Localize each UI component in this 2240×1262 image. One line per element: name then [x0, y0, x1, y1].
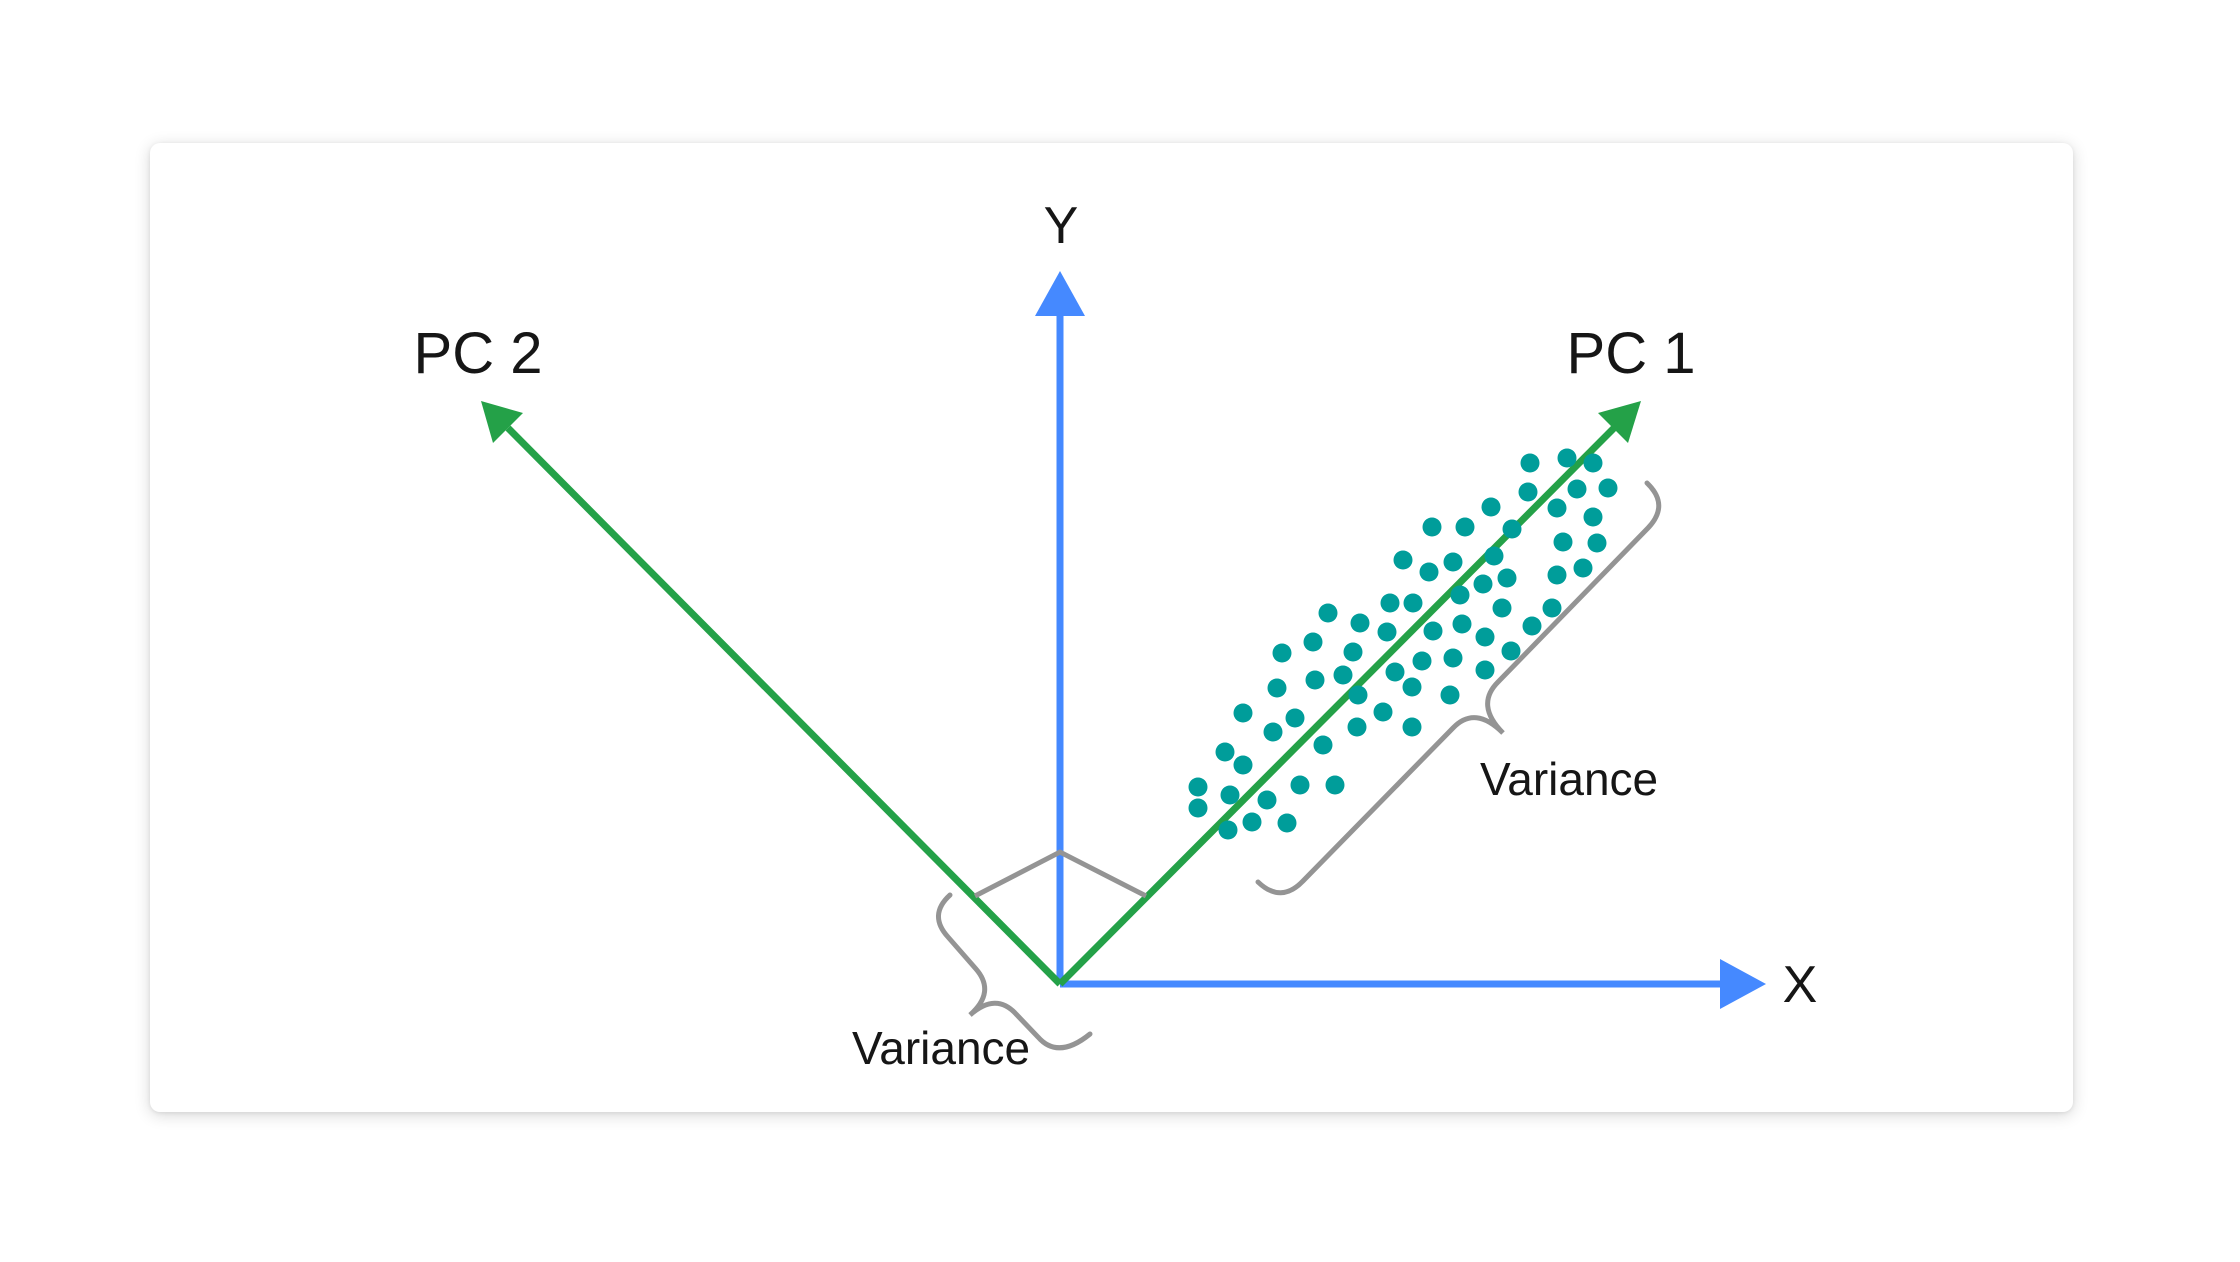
data-point [1188, 777, 1208, 797]
data-point [1242, 812, 1262, 832]
data-point [1263, 722, 1283, 742]
data-point [1557, 448, 1577, 468]
variance-pc2-label: Variance [852, 1022, 1030, 1074]
data-point [1587, 533, 1607, 553]
data-point [1567, 479, 1587, 499]
data-point [1475, 660, 1495, 680]
data-point [1267, 678, 1287, 698]
variance-pc1-label: Variance [1480, 753, 1658, 805]
data-point [1583, 453, 1603, 473]
data-point [1233, 755, 1253, 775]
data-point [1452, 614, 1472, 634]
data-point [1393, 550, 1413, 570]
pc2-arrowhead-icon [481, 401, 523, 443]
y-axis-label: Y [1044, 197, 1079, 255]
data-point [1272, 643, 1292, 663]
data-point [1455, 517, 1475, 537]
data-point [1475, 627, 1495, 647]
variance-brace-pc2 [936, 892, 1093, 1051]
data-point [1277, 813, 1297, 833]
data-point [1518, 482, 1538, 502]
data-point [1347, 717, 1367, 737]
variance-brace-pc1 [1255, 480, 1662, 896]
data-point [1473, 574, 1493, 594]
scatter-points [1188, 448, 1618, 840]
data-point [1484, 546, 1504, 566]
data-point [1380, 593, 1400, 613]
data-point [1412, 651, 1432, 671]
data-point [1333, 665, 1353, 685]
data-point [1285, 708, 1305, 728]
data-point [1481, 497, 1501, 517]
pc2-label: PC 2 [414, 321, 543, 386]
data-point [1350, 613, 1370, 633]
data-point [1233, 703, 1253, 723]
data-point [1501, 641, 1521, 661]
data-point [1598, 478, 1618, 498]
data-point [1402, 677, 1422, 697]
data-point [1218, 820, 1238, 840]
data-point [1450, 585, 1470, 605]
data-point [1522, 616, 1542, 636]
data-point [1440, 685, 1460, 705]
data-point [1403, 593, 1423, 613]
data-point [1502, 519, 1522, 539]
data-point [1422, 517, 1442, 537]
data-point [1318, 603, 1338, 623]
data-point [1402, 717, 1422, 737]
data-point [1343, 642, 1363, 662]
data-point [1520, 453, 1540, 473]
data-point [1553, 532, 1573, 552]
pc1-arrowhead-icon [1598, 401, 1641, 443]
data-point [1542, 598, 1562, 618]
pc1-axis-line [1057, 425, 1617, 987]
data-point [1348, 685, 1368, 705]
x-axis-arrowhead-icon [1720, 959, 1766, 1009]
data-point [1290, 775, 1310, 795]
data-point [1220, 785, 1240, 805]
data-point [1257, 790, 1277, 810]
data-point [1313, 735, 1333, 755]
x-axis-label: X [1783, 956, 1818, 1014]
data-point [1492, 598, 1512, 618]
data-point [1497, 568, 1517, 588]
data-point [1377, 622, 1397, 642]
pc1-label: PC 1 [1567, 321, 1696, 386]
diagram-card [150, 143, 2073, 1112]
data-point [1547, 498, 1567, 518]
y-axis-arrowhead-icon [1035, 271, 1085, 316]
data-point [1373, 702, 1393, 722]
right-angle-marker [973, 849, 1148, 899]
data-point [1583, 507, 1603, 527]
data-point [1423, 621, 1443, 641]
data-point [1188, 798, 1208, 818]
data-point [1547, 565, 1567, 585]
data-point [1443, 648, 1463, 668]
data-point [1303, 632, 1323, 652]
data-point [1419, 562, 1439, 582]
data-point [1325, 775, 1345, 795]
pc2-axis-line [505, 425, 1063, 987]
data-point [1385, 662, 1405, 682]
data-point [1443, 552, 1463, 572]
data-point [1305, 670, 1325, 690]
data-point [1573, 558, 1593, 578]
data-point [1215, 742, 1235, 762]
